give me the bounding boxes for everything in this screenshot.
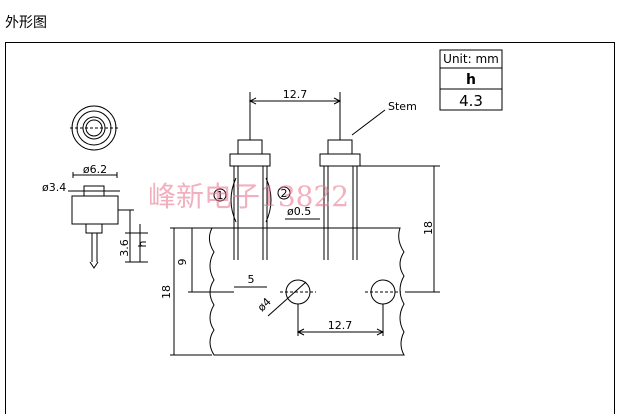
page-title: 外形图 (5, 15, 47, 31)
watermark: 峰新电子13822 (148, 180, 349, 213)
pcb-section (208, 227, 405, 356)
height-18-right: 18 (355, 165, 440, 293)
unit-label: Unit: mm (443, 52, 499, 66)
height-9-label: 9 (176, 259, 189, 266)
pitch-dimension-top: 12.7 (248, 88, 342, 140)
unit-header-h: h (466, 72, 476, 88)
pitch-dimension-bottom: 12.7 (296, 304, 385, 336)
hole-dia-label: ø4 (255, 295, 274, 314)
height-right-label: 18 (422, 221, 435, 235)
drawing-frame (5, 42, 615, 414)
unit-value: 4.3 (459, 92, 483, 110)
switch-right (319, 139, 361, 260)
unit-table: Unit: mm h 4.3 (439, 49, 503, 111)
stem-callout: Stem (351, 100, 417, 136)
span-5-label: 5 (248, 273, 255, 286)
stem-label: Stem (388, 100, 417, 113)
top-view (70, 105, 118, 151)
side-dia-label: ø3.4 (42, 181, 66, 194)
pitch-bottom-label: 12.7 (328, 319, 353, 332)
h-label: h (136, 240, 149, 247)
height-dims-left: 9 18 (160, 227, 234, 356)
side-view-small: ø6.2 ø3.4 3.6 h (42, 163, 149, 269)
h-small-label: 3.6 (118, 239, 131, 257)
switch-left (229, 139, 272, 260)
top-dia-label: ø6.2 (83, 163, 107, 176)
pin-2-label: 2 (281, 187, 288, 200)
pitch-top-label: 12.7 (283, 88, 308, 101)
height-18-left-label: 18 (160, 285, 173, 299)
pin-1-label: 1 (217, 189, 224, 202)
pin-dia-label: ø0.5 (287, 205, 311, 218)
span-5: 5 (234, 273, 267, 288)
